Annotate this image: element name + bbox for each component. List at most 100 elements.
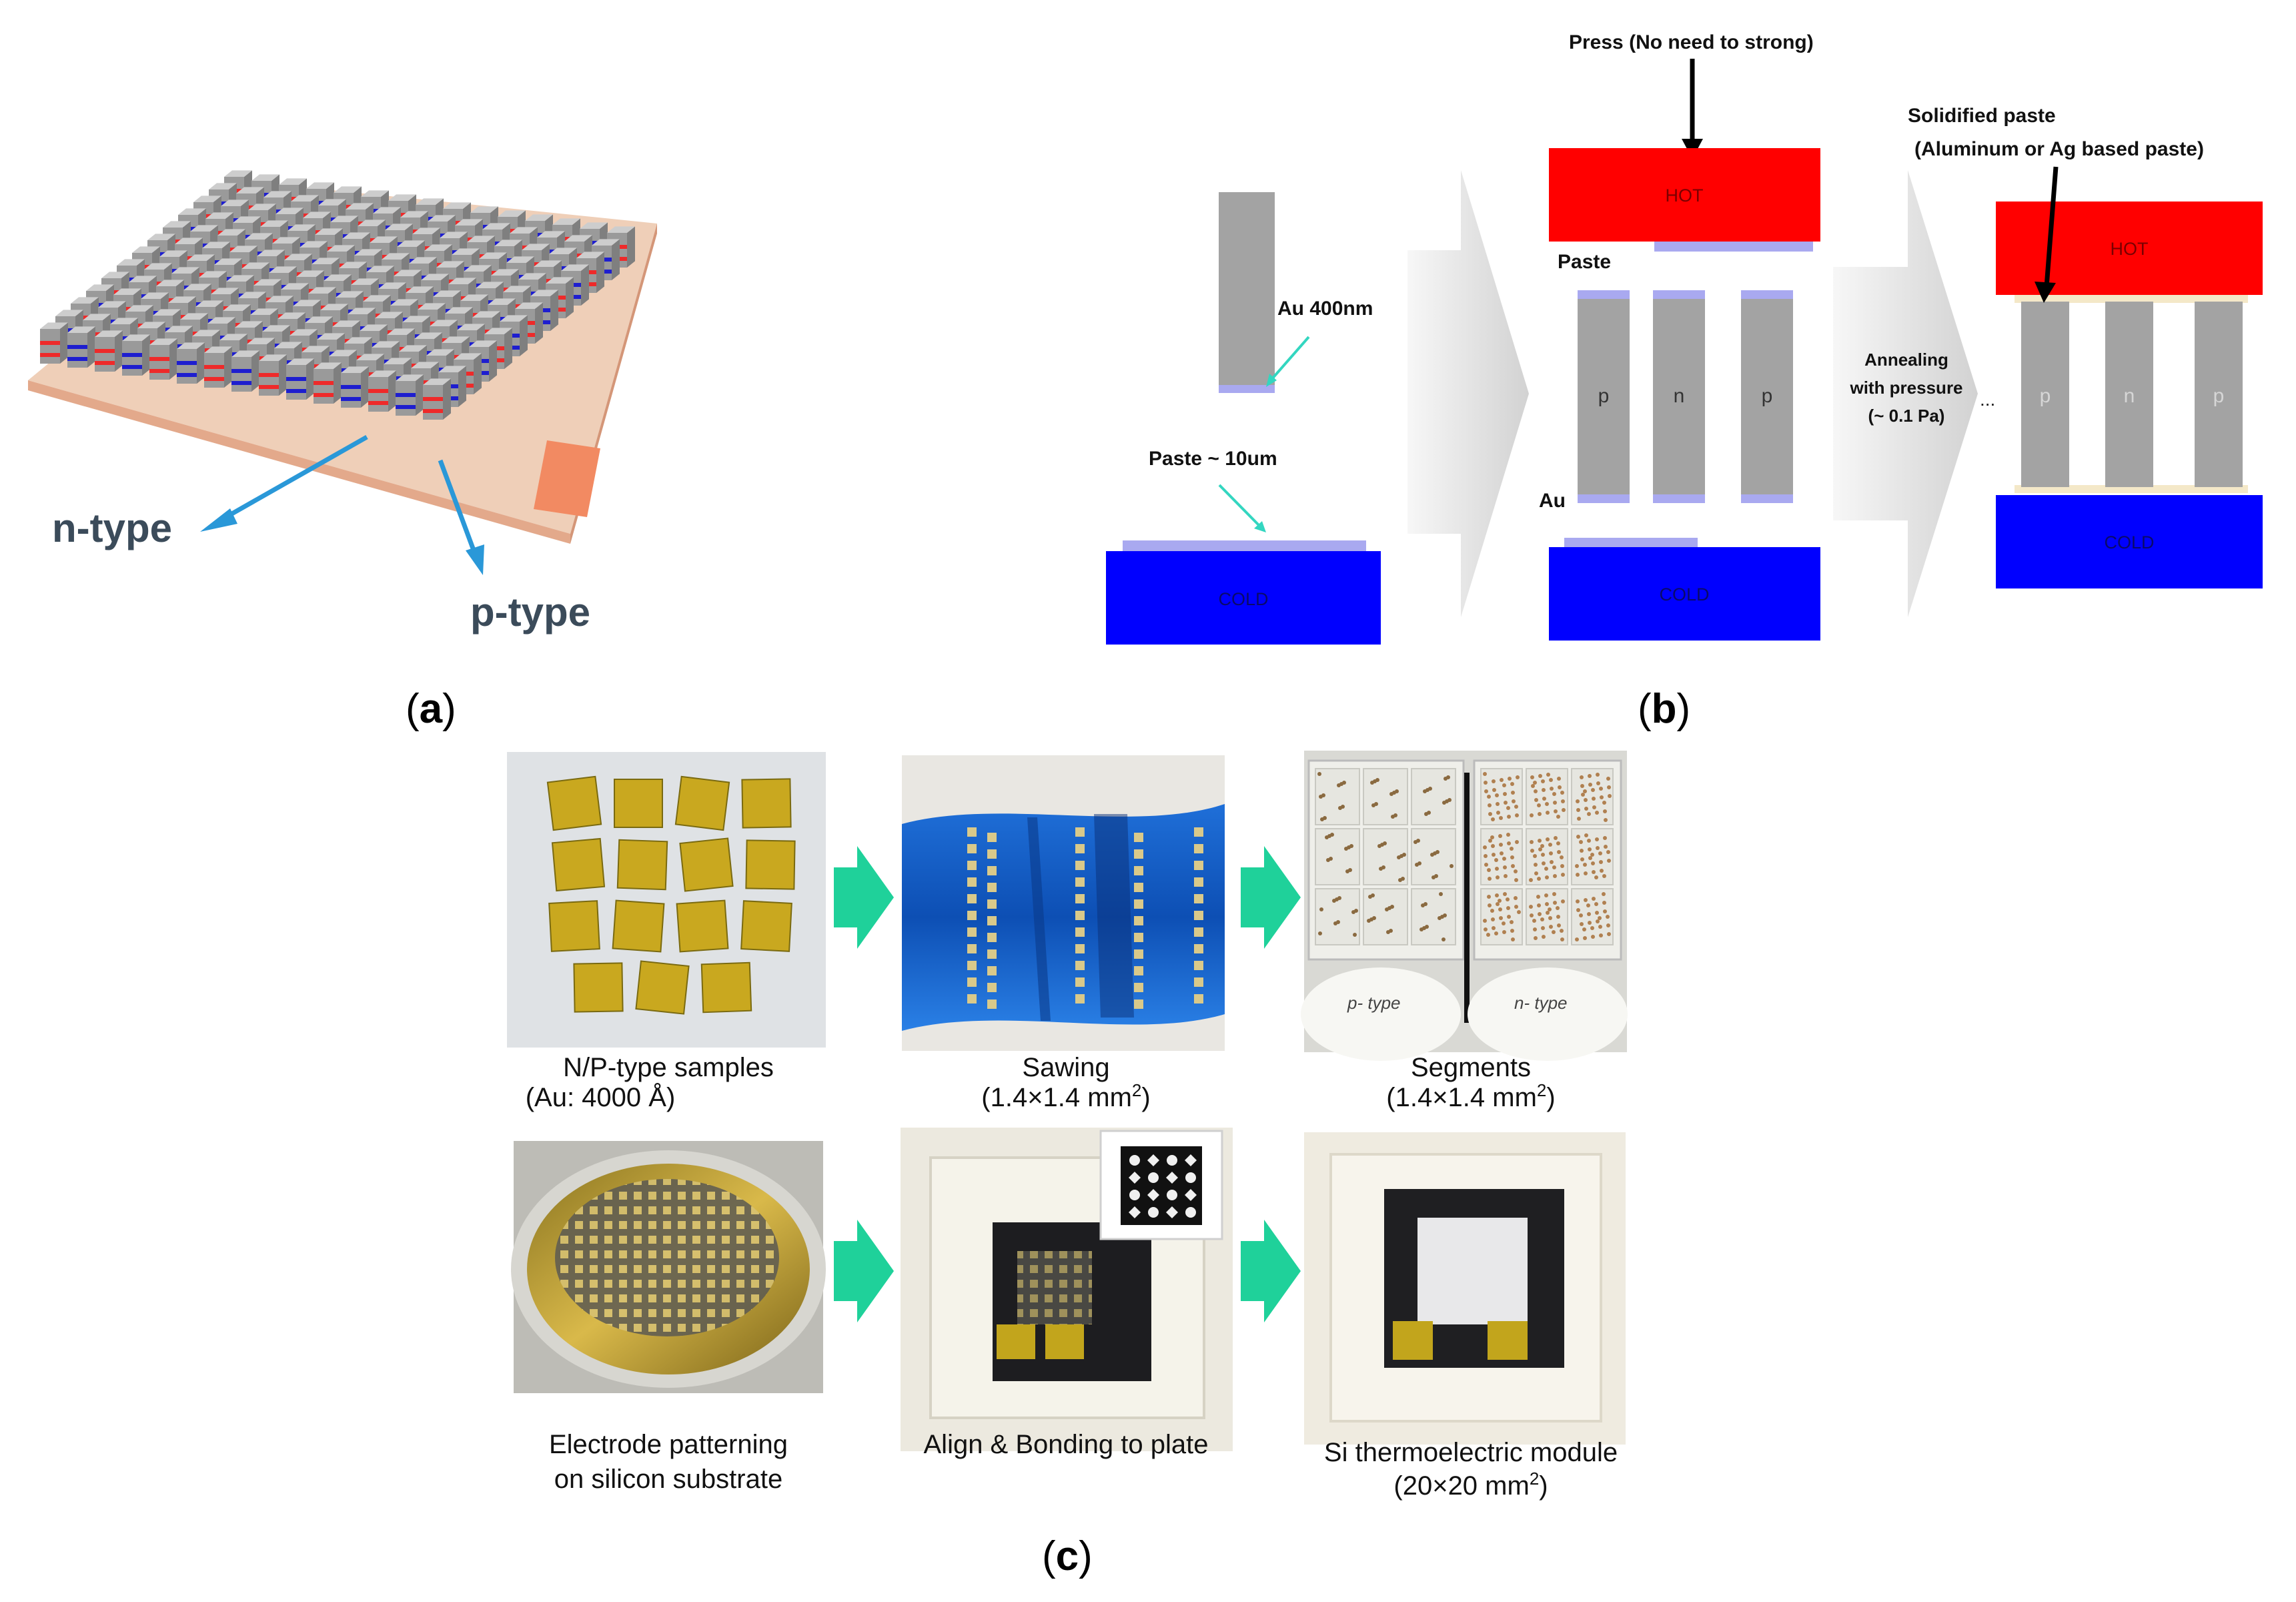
pillar-side [197, 342, 205, 384]
pillar-top [204, 346, 232, 353]
segment-dot [1552, 930, 1556, 934]
pillar-top [236, 187, 264, 193]
pillar-face [40, 329, 60, 364]
pillar-top [360, 324, 388, 331]
segment-dot [1492, 926, 1496, 930]
pillar-top [423, 378, 451, 385]
hot-plate-3 [1996, 202, 2263, 295]
pillar-top [448, 278, 476, 284]
segment-dot [1584, 871, 1588, 875]
segment-dot [1348, 868, 1352, 872]
pillar-top [339, 262, 367, 268]
sawed-segment [1075, 927, 1085, 937]
segment-dot [1588, 847, 1592, 851]
pillar-top [202, 242, 230, 248]
pillar-side [334, 362, 342, 404]
pillar-top [388, 194, 416, 201]
hot-label-2: HOT [1666, 185, 1704, 206]
pillar-top [40, 322, 68, 329]
sawed-segment [987, 833, 997, 842]
pillar-top [334, 186, 362, 193]
segment-dot [1515, 813, 1519, 817]
segment-dot [1542, 935, 1546, 939]
segment-dot [1538, 847, 1542, 851]
segment-dot [1507, 915, 1511, 919]
segment-dot [1515, 840, 1519, 844]
sawed-segment [1194, 944, 1203, 953]
segment-dot [1496, 811, 1500, 815]
segment-dot [1483, 772, 1487, 776]
segment-dot [1560, 855, 1564, 859]
segment-dot [1602, 874, 1606, 878]
segment-dot [1596, 919, 1600, 923]
pillar-top [564, 235, 592, 242]
segment-dot [1583, 789, 1587, 793]
inset-pad [1185, 1189, 1197, 1201]
inset-pad [1129, 1155, 1140, 1166]
pillar-top [241, 262, 269, 269]
segment-dot [1498, 834, 1502, 838]
caption-electrode-1: Electrode patterning [549, 1430, 788, 1459]
segment-dot [1595, 811, 1599, 815]
pillar-top [472, 311, 500, 318]
segment-dot [1514, 869, 1518, 873]
pillar-top [83, 314, 111, 320]
sample-chip [573, 962, 624, 1013]
paste-layer-cold-1 [1123, 540, 1366, 552]
segment-dot [1534, 789, 1538, 793]
segment-dot [1491, 917, 1495, 921]
segment-dot [1602, 901, 1606, 905]
pillar-top [214, 258, 242, 265]
segment-dot [1498, 907, 1502, 911]
segment-dot [1510, 855, 1514, 859]
segment-dot [1443, 913, 1447, 917]
inset-pad [1129, 1206, 1141, 1218]
pillar-top [245, 233, 273, 240]
tray-cell [1571, 768, 1614, 825]
segment-dot [1560, 929, 1564, 933]
leg-label-n-3: n [2124, 385, 2135, 407]
pillar-top [221, 199, 249, 206]
segment-dot [1553, 901, 1557, 905]
segment-dot [1393, 813, 1397, 817]
segment-dot [1484, 863, 1488, 867]
segment-dot [1529, 905, 1533, 909]
segment-dot [1606, 777, 1610, 781]
segment-dot [1383, 841, 1387, 845]
pillar-top [351, 278, 379, 285]
segment-dot [1554, 836, 1558, 840]
pillar-top [375, 312, 403, 318]
segment-dot [1531, 784, 1535, 788]
segment-dot [1375, 778, 1379, 782]
segment-dot [1318, 931, 1322, 935]
hot-label-3: HOT [2111, 239, 2149, 259]
segment-dot [1487, 868, 1491, 872]
sample-chip [616, 839, 668, 891]
au-leader [1269, 336, 1310, 382]
pillar-top [373, 207, 401, 214]
segment-dot [1592, 805, 1596, 809]
segment-dot [1602, 892, 1606, 896]
segment-dot [1538, 912, 1542, 916]
sawed-segment [1075, 944, 1085, 953]
pillar-top [460, 294, 488, 301]
electrode-strip [534, 440, 600, 517]
pillar-top [125, 305, 153, 312]
sawed-segment [1075, 877, 1085, 887]
segment-dot [1591, 861, 1595, 865]
sawed-segment [1075, 861, 1085, 870]
au-label: Au [1539, 490, 1566, 512]
segment-dot [1506, 906, 1510, 910]
pillar-band-1 [231, 369, 251, 373]
segment-dot [1545, 875, 1549, 879]
segment-dot [1553, 874, 1557, 878]
paste-10um-label: Paste ~ 10um [1149, 448, 1277, 470]
photo-si-module [1304, 1132, 1626, 1445]
pillar [231, 350, 259, 392]
pillar-face [149, 345, 169, 380]
segment-dot [1584, 833, 1588, 837]
flow-arrow-2 [1241, 846, 1301, 949]
pillar-top [525, 214, 553, 221]
segment-dot [1582, 927, 1586, 931]
pillar [259, 354, 287, 396]
